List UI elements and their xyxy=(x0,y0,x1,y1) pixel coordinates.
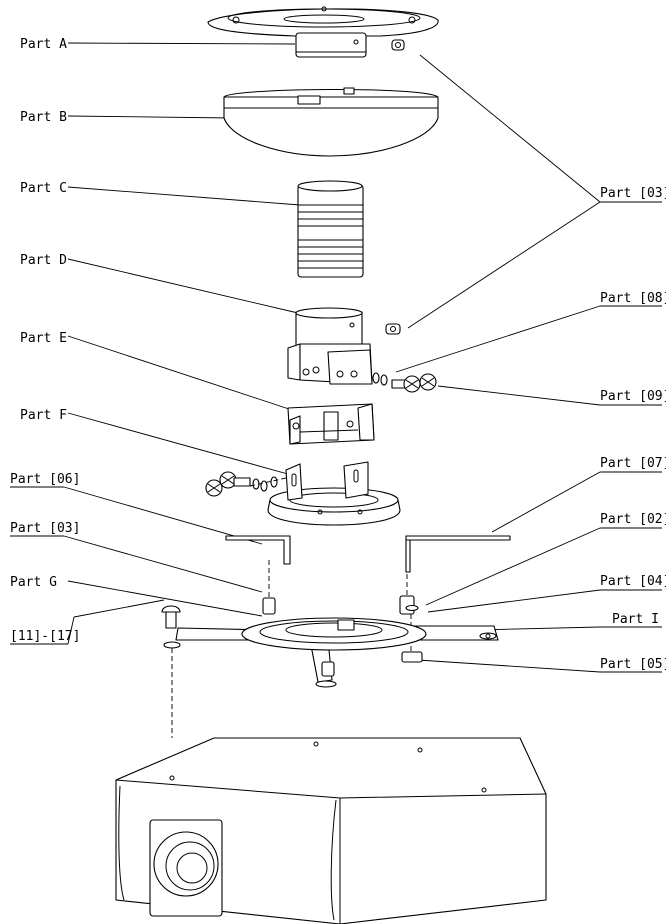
label-part-08: Part [08] xyxy=(600,291,666,306)
label-part-d: Part D xyxy=(20,253,67,268)
label-part-06: Part [06] xyxy=(10,472,80,487)
label-part-b: Part B xyxy=(20,110,67,125)
label-part-a: Part A xyxy=(20,37,67,52)
part-f-swivel-adapter xyxy=(267,461,401,526)
projector xyxy=(115,737,547,924)
label-part-03-right: Part [03] xyxy=(600,186,666,201)
part-d-pipe-coupler xyxy=(287,307,401,385)
label-part-c: Part C xyxy=(20,181,67,196)
leader-lines xyxy=(10,42,662,673)
hex-keys xyxy=(225,535,511,573)
part-c-extension-pipe xyxy=(297,180,364,278)
label-part-04: Part [04] xyxy=(600,574,666,589)
part-08-09-screws-washers xyxy=(372,372,437,393)
part-a-ceiling-plate xyxy=(207,6,439,58)
part-g-i-spider-mount xyxy=(163,617,499,688)
label-part-07: Part [07] xyxy=(600,456,666,471)
part-11-17-bolt xyxy=(161,605,181,738)
label-part-03-left: Part [03] xyxy=(10,521,80,536)
label-part-02: Part [02] xyxy=(600,512,666,527)
label-part-09: Part [09] xyxy=(600,389,666,404)
label-part-11-17: [11]-[17] xyxy=(10,629,80,644)
part-b-cover-dome xyxy=(223,87,439,157)
small-bolts xyxy=(262,560,419,660)
label-part-05: Part [05] xyxy=(600,657,666,672)
label-part-i: Part I xyxy=(612,612,659,627)
part-f-side-screws xyxy=(205,471,287,497)
label-part-f: Part F xyxy=(20,408,67,423)
label-part-e: Part E xyxy=(20,331,67,346)
label-part-g: Part G xyxy=(10,575,57,590)
part-e-yoke-bracket xyxy=(287,403,375,445)
